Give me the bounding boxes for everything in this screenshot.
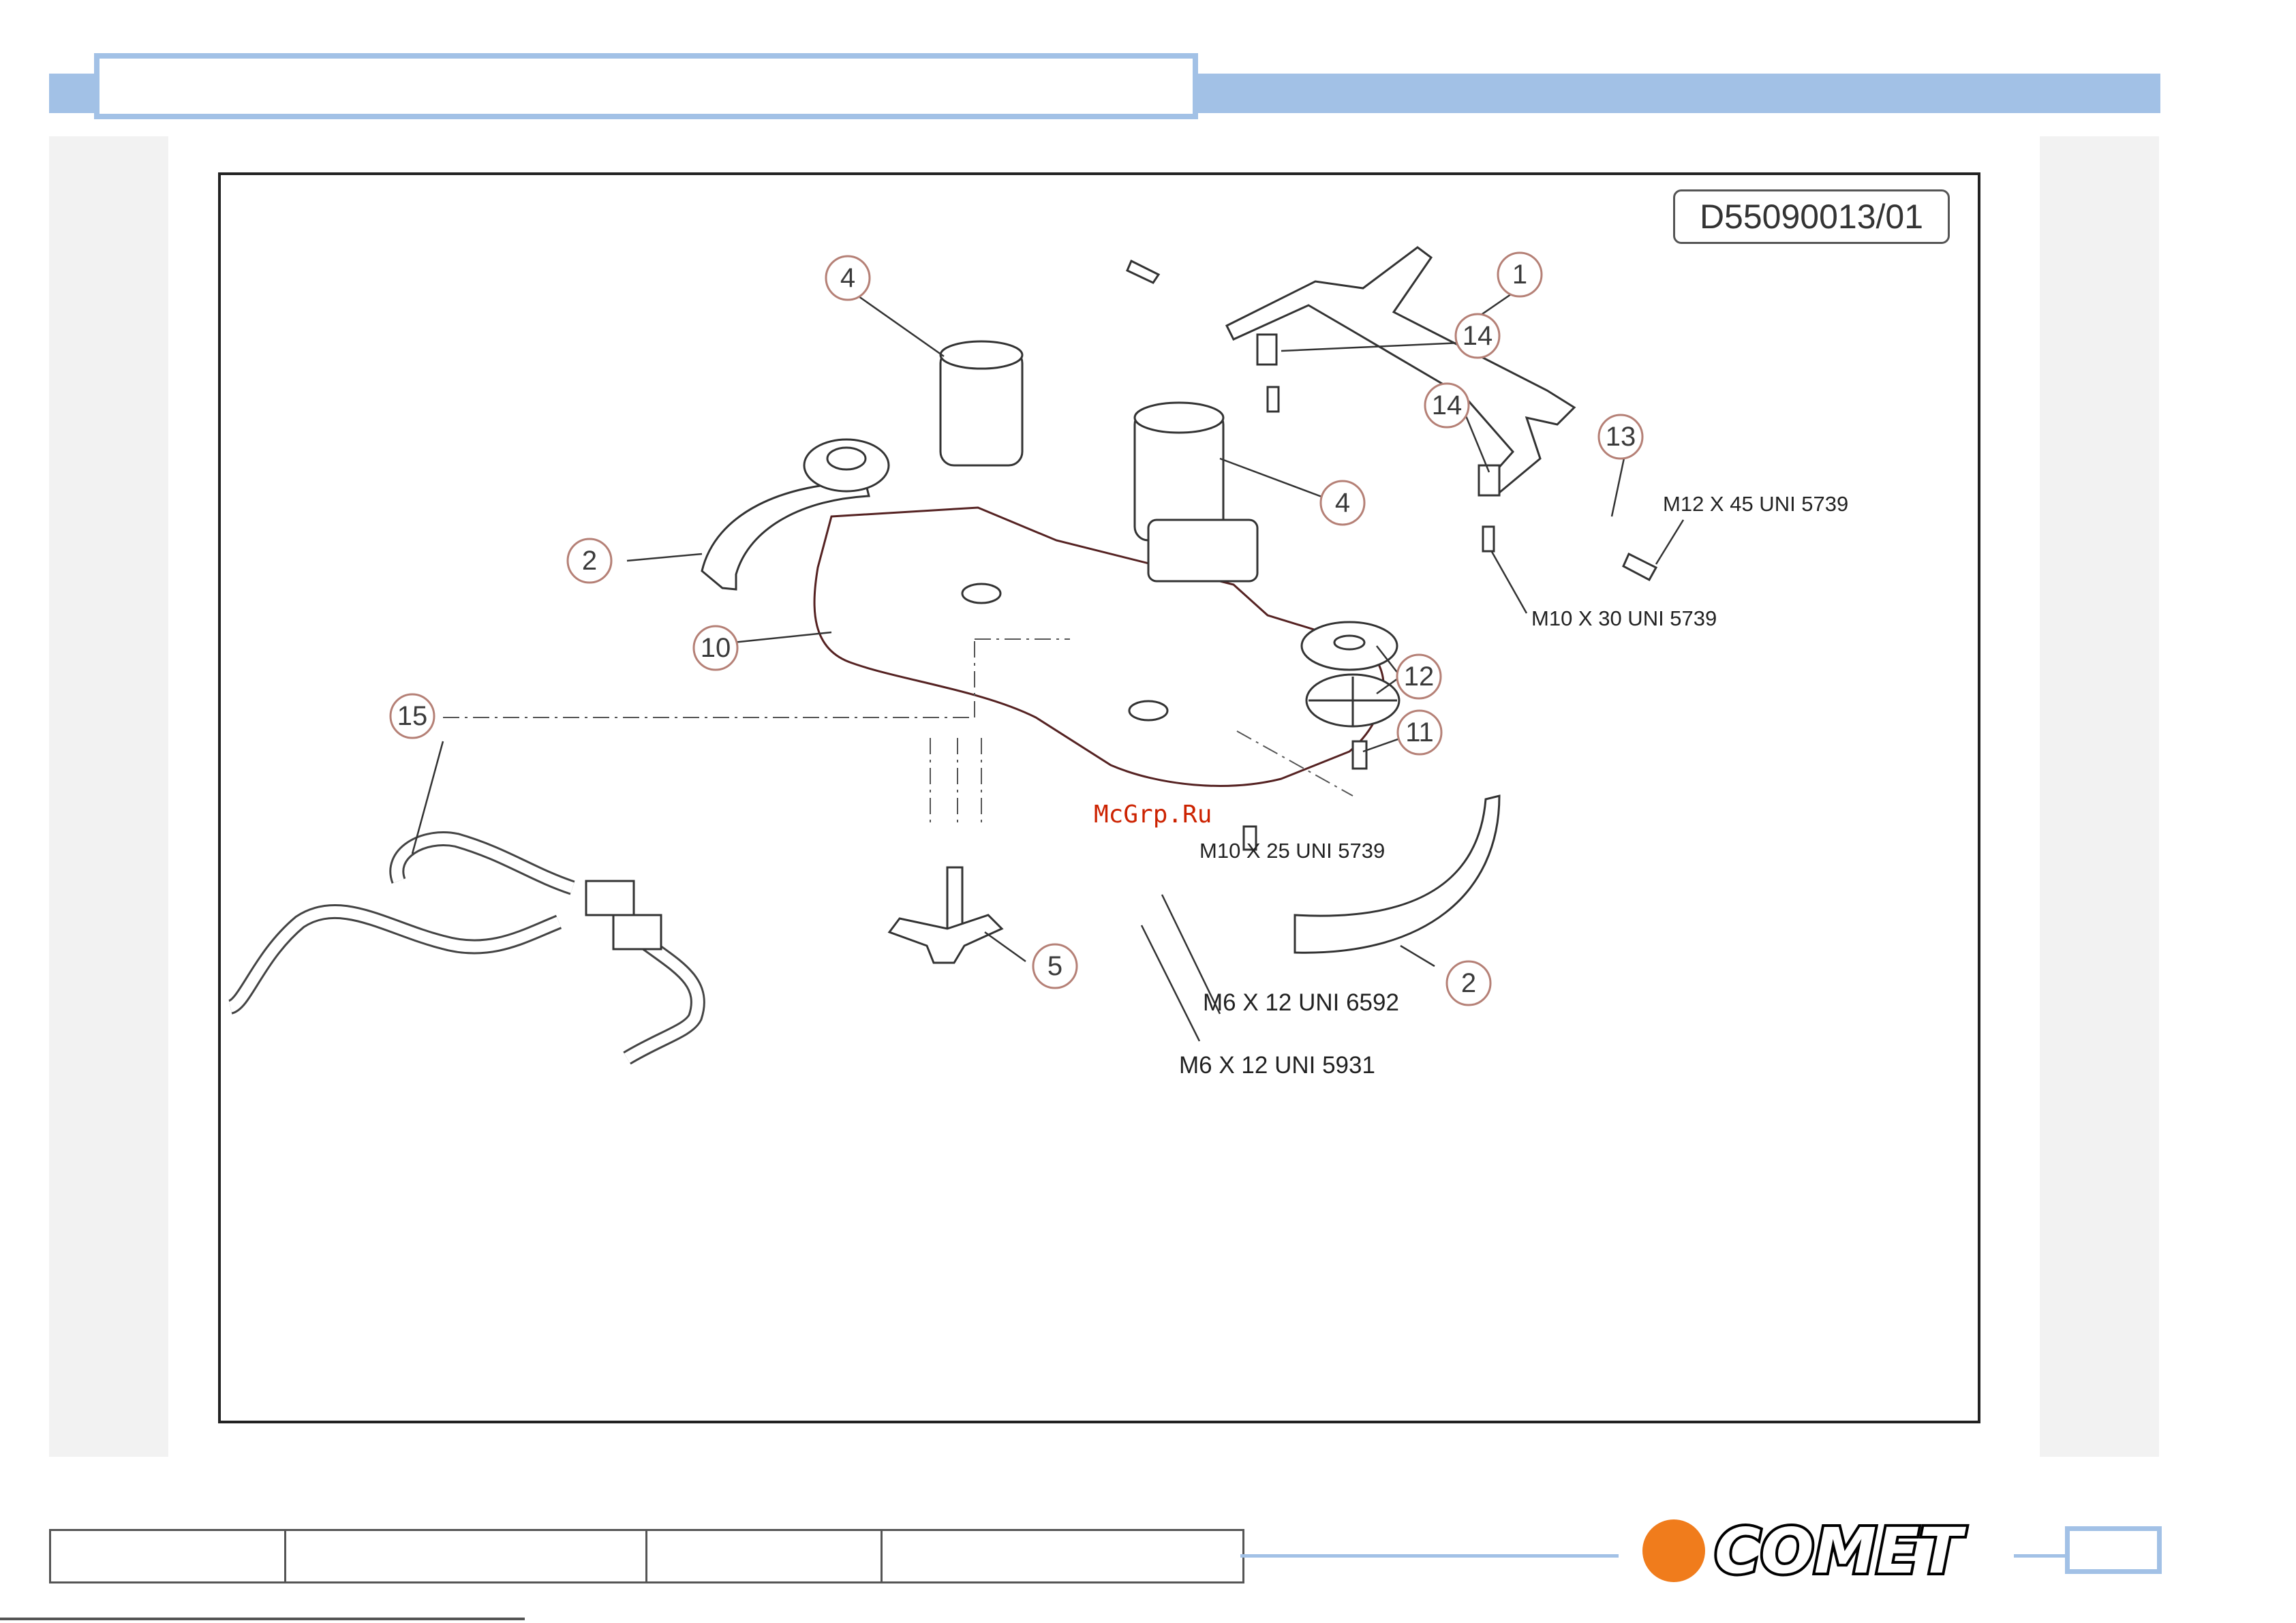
footer-rule-left [1240, 1554, 1619, 1558]
footer-rule-right [2014, 1554, 2065, 1558]
callout-13: 13 [1606, 422, 1636, 452]
footer-table [49, 1529, 1244, 1583]
callout-2a: 2 [582, 546, 597, 576]
spec-m6x12-6592: M6 X 12 UNI 6592 [1203, 989, 1399, 1016]
svg-text:COMET: COMET [1715, 1517, 1966, 1585]
block-14b [1479, 465, 1499, 495]
callout-15: 15 [397, 701, 428, 731]
watermark: McGrp.Ru [1094, 801, 1212, 829]
callout-1: 1 [1512, 260, 1527, 290]
block-14a [1257, 335, 1276, 365]
callout-2b: 2 [1461, 968, 1476, 998]
callout-12: 12 [1404, 662, 1435, 692]
footer-cell-1 [51, 1531, 286, 1581]
bolt-m12 [1623, 554, 1656, 580]
left-side-panel [49, 136, 168, 1457]
spec-m12x45: M12 X 45 UNI 5739 [1663, 492, 1848, 516]
callout-10: 10 [701, 633, 731, 663]
comet-logo: COMET [1711, 1517, 2010, 1585]
valve [586, 881, 634, 915]
callout-14b: 14 [1432, 390, 1463, 420]
callout-5: 5 [1047, 951, 1062, 981]
wheel-upper [1302, 622, 1397, 670]
footer-cell-3 [647, 1531, 883, 1581]
spec-m10x25: M10 X 25 UNI 5739 [1199, 839, 1385, 863]
callout-14a: 14 [1463, 321, 1493, 351]
page-number-box [2065, 1526, 2162, 1574]
base-plate [814, 508, 1383, 786]
callout-11: 11 [1405, 717, 1434, 747]
spec-m6x12-5931: M6 X 12 UNI 5931 [1179, 1052, 1375, 1079]
exploded-parts-diagram: 1 2 2 4 4 5 10 11 12 13 14 14 15 M12 X 4… [218, 172, 1980, 1423]
right-side-panel [2040, 136, 2159, 1457]
footer-cell-2 [286, 1531, 647, 1581]
brush-guard-bottom [1295, 796, 1499, 953]
logo-dot [1642, 1519, 1705, 1582]
callout-4b: 4 [1335, 488, 1350, 518]
brush-hub-shaft [947, 867, 962, 929]
bottom-rule [0, 1618, 525, 1620]
callout-4a: 4 [840, 263, 855, 293]
bolt-top [1127, 261, 1159, 283]
footer-cell-4 [883, 1531, 1242, 1581]
spec-m10x30: M10 X 30 UNI 5739 [1531, 606, 1717, 630]
header-title-box [94, 53, 1198, 119]
